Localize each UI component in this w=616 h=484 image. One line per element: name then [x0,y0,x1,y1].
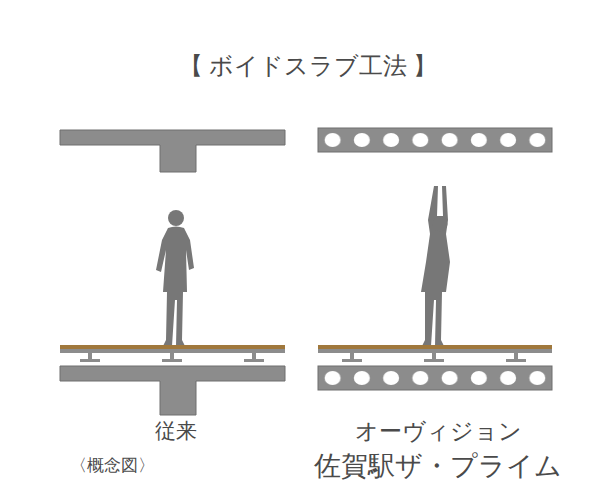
property-name: 佐賀駅ザ・プライム [314,450,562,482]
diagram-title: 【 ボイドスラブ工法 】 [179,52,437,81]
brand-name: オーヴィジョン [355,418,522,446]
conventional-label: 従来 [155,419,197,444]
person-stretching [421,186,450,346]
concept-note: 〈概念図〉 [70,456,155,476]
person-standing [156,210,194,346]
